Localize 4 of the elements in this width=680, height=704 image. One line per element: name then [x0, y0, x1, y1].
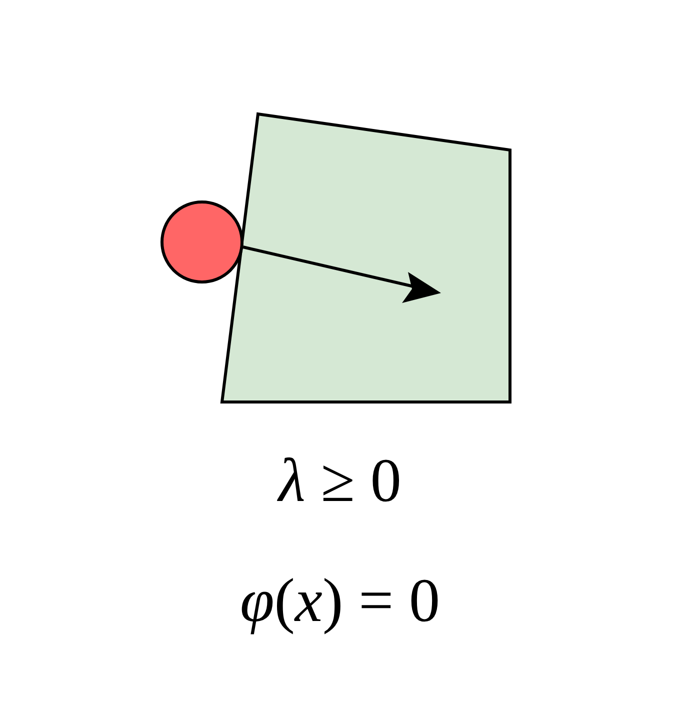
math-label: λ ≥ 0: [278, 446, 402, 517]
quadrilateral-shape: [220, 112, 512, 404]
circle-shape: [160, 200, 244, 284]
math-label: φ(x) = 0: [240, 566, 440, 637]
